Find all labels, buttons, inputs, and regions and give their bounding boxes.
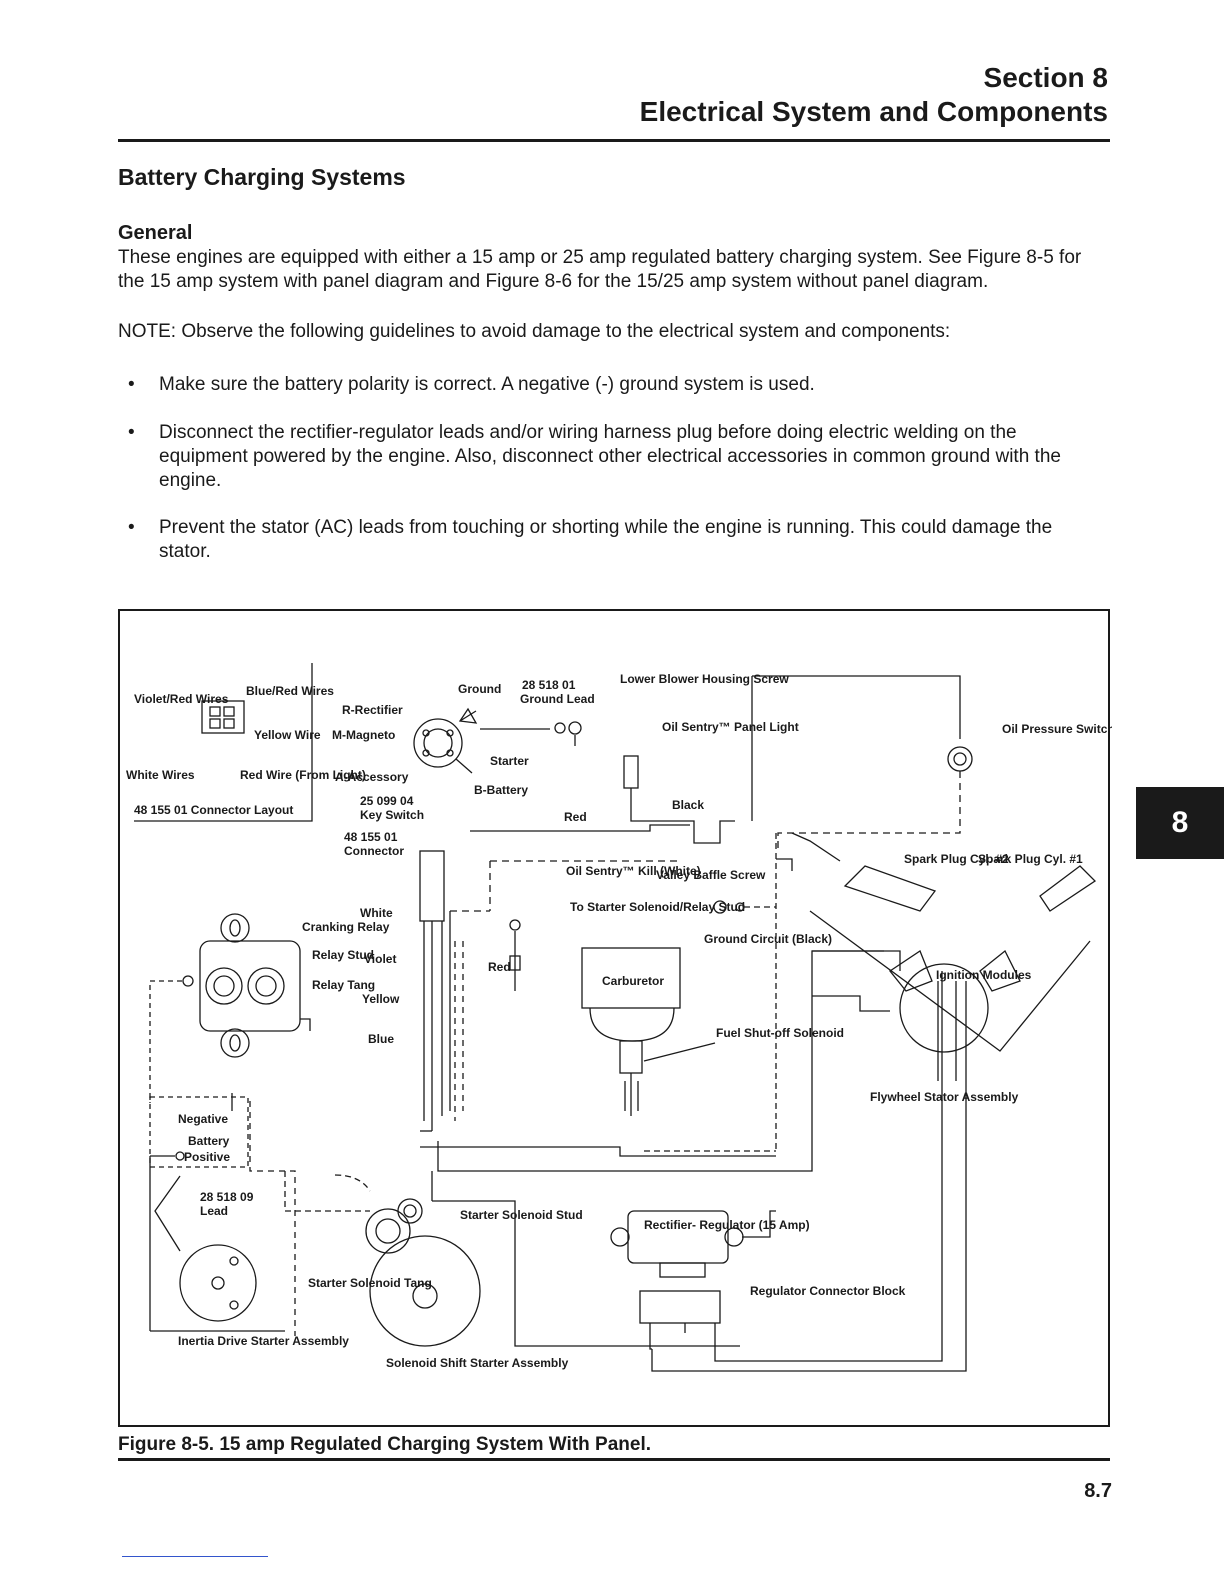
label-red-wire-light: Red Wire (From Light)	[240, 768, 366, 782]
label-lead: Lead	[200, 1204, 228, 1218]
label-oil-sentry-kill: Oil Sentry™ Kill (White)	[566, 864, 701, 878]
bullet-text: Disconnect the rectifier-regulator leads…	[159, 422, 1061, 491]
section-title: Electrical System and Components	[639, 96, 1108, 127]
label-b-battery: B-Battery	[474, 783, 528, 797]
label-white: White	[360, 906, 393, 920]
label-ground-lead-pn: 28 518 01	[522, 678, 576, 692]
label-cranking-relay: Cranking Relay	[302, 920, 390, 934]
label-battery: Battery	[188, 1134, 230, 1148]
label-violet: Violet	[364, 952, 396, 966]
label-ground-lead: Ground Lead	[520, 692, 595, 706]
label-starter-solenoid-tang: Starter Solenoid Tang	[308, 1276, 432, 1290]
footer-line	[122, 1556, 268, 1557]
label-red-2: Red	[488, 960, 511, 974]
label-key-switch-pn: 25 099 04	[360, 794, 414, 808]
section-number: Section 8	[983, 62, 1108, 93]
label-red: Red	[564, 810, 587, 824]
bullet-text: Make sure the battery polarity is correc…	[159, 374, 815, 395]
bullet-text: Prevent the stator (AC) leads from touch…	[159, 517, 1053, 562]
label-starter-solenoid-stud: Starter Solenoid Stud	[460, 1208, 583, 1222]
subheading: General	[118, 222, 193, 244]
label-ignition-modules: Ignition Modules	[936, 968, 1032, 982]
label-ground: Ground	[458, 682, 501, 696]
label-connector: Connector	[344, 844, 404, 858]
label-carburetor: Carburetor	[602, 974, 664, 988]
intro-paragraph: These engines are equipped with either a…	[118, 247, 1082, 292]
label-inertia-drive: Inertia Drive Starter Assembly	[178, 1334, 349, 1348]
note-paragraph: NOTE: Observe the following guidelines t…	[118, 321, 951, 342]
label-black: Black	[672, 798, 704, 812]
label-r-rectifier: R-Rectifier	[342, 703, 403, 717]
label-rectifier-regulator: Rectifier- Regulator (15 Amp)	[644, 1218, 810, 1232]
label-to-starter: To Starter Solenoid/Relay Stud	[570, 900, 745, 914]
label-oil-pressure: Oil Pressure Switch	[1002, 722, 1112, 736]
wiring-diagram: Violet/Red Wires Blue/Red Wires Yellow W…	[126, 663, 1112, 1372]
label-spark-plug-1: Spark Plug Cyl. #1	[978, 852, 1083, 866]
label-flywheel-stator: Flywheel Stator Assembly	[870, 1090, 1019, 1104]
header-rule	[118, 139, 1110, 142]
label-yellow-wire: Yellow Wire	[254, 728, 321, 742]
label-ground-circuit: Ground Circuit (Black)	[704, 932, 832, 946]
label-yellow: Yellow	[362, 992, 400, 1006]
label-relay-stud: Relay Stud	[312, 948, 374, 962]
label-connector-layout: 48 155 01 Connector Layout	[134, 803, 293, 817]
page-number: 8.7	[1084, 1480, 1112, 1502]
label-white-wires: White Wires	[126, 768, 195, 782]
label-violet-red-wires: Violet/Red Wires	[134, 692, 229, 706]
label-regulator-connector: Regulator Connector Block	[750, 1284, 906, 1298]
section-tab: 8	[1136, 787, 1224, 859]
label-key-switch: Key Switch	[360, 808, 424, 822]
page-heading: Battery Charging Systems	[118, 164, 406, 190]
label-a-accessory: A-Accessory	[335, 770, 409, 784]
figure-caption: Figure 8-5. 15 amp Regulated Charging Sy…	[118, 1434, 652, 1455]
label-positive: Positive	[184, 1150, 230, 1164]
label-m-magneto: M-Magneto	[332, 728, 395, 742]
wiring-diagram-figure: Violet/Red Wires Blue/Red Wires Yellow W…	[118, 609, 1112, 1427]
label-valley-baffle: Valley Baffle Screw	[656, 868, 766, 882]
label-relay-tang: Relay Tang	[312, 978, 375, 992]
label-fuel-solenoid: Fuel Shut-off Solenoid	[716, 1026, 844, 1040]
label-lower-blower: Lower Blower Housing Screw	[620, 672, 789, 686]
label-solenoid-shift: Solenoid Shift Starter Assembly	[386, 1356, 569, 1370]
label-oil-sentry-light: Oil Sentry™ Panel Light	[662, 720, 799, 734]
label-starter: Starter	[490, 754, 529, 768]
label-lead-pn: 28 518 09	[200, 1190, 254, 1204]
caption-rule	[118, 1458, 1110, 1461]
label-blue: Blue	[368, 1032, 394, 1046]
label-negative: Negative	[178, 1112, 228, 1126]
label-connector-pn: 48 155 01	[344, 830, 398, 844]
label-blue-red-wires: Blue/Red Wires	[246, 684, 334, 698]
label-spark-plug-2: Spark Plug Cyl. #2	[904, 852, 1009, 866]
